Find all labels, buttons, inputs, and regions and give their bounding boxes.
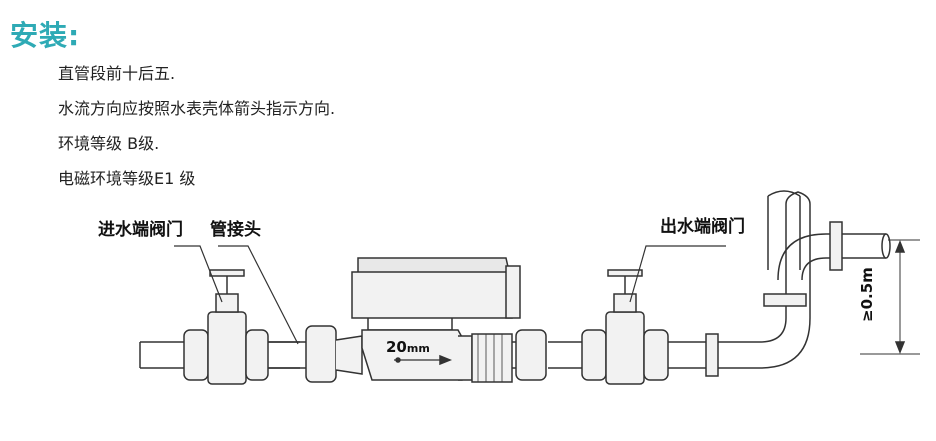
height-dimension <box>860 239 920 355</box>
pipe-joint-right <box>512 329 547 381</box>
riser-pipe <box>759 190 891 369</box>
outlet-valve <box>581 269 669 385</box>
section-title: 安装: <box>10 19 81 52</box>
inlet-valve <box>183 269 300 385</box>
water-meter <box>351 257 521 383</box>
instruction-list: 直管段前十后五. 水流方向应按照水表壳体箭头指示方向. 环境等级 B级. 电磁环… <box>58 60 335 200</box>
leader-lines <box>174 245 726 345</box>
label-inlet-valve: 进水端阀门 <box>98 219 183 240</box>
height-dimension-label: ≥0.5m <box>858 267 876 322</box>
instruction-line-2: 水流方向应按照水表壳体箭头指示方向. <box>58 99 336 118</box>
meter-size-unit: mm <box>407 342 430 355</box>
label-outlet-valve: 出水端阀门 <box>660 216 745 237</box>
pipe-joint-left <box>300 325 363 383</box>
label-pipe-joint: 管接头 <box>210 219 261 240</box>
svg-text:20mm: 20mm <box>386 338 430 356</box>
instruction-line-4: 电磁环境等级E1 级 <box>58 169 196 188</box>
meter-size-value: 20 <box>386 338 407 356</box>
instruction-line-1: 直管段前十后五. <box>58 64 176 83</box>
flange <box>705 333 719 377</box>
instruction-line-3: 环境等级 B级. <box>58 134 160 153</box>
